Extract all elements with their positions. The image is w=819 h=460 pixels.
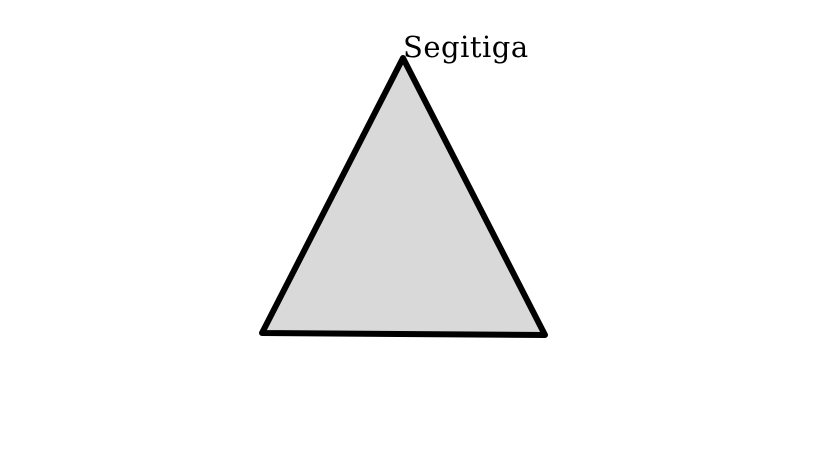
triangle-shape <box>259 55 548 338</box>
triangle-label: Segitiga <box>403 30 529 64</box>
